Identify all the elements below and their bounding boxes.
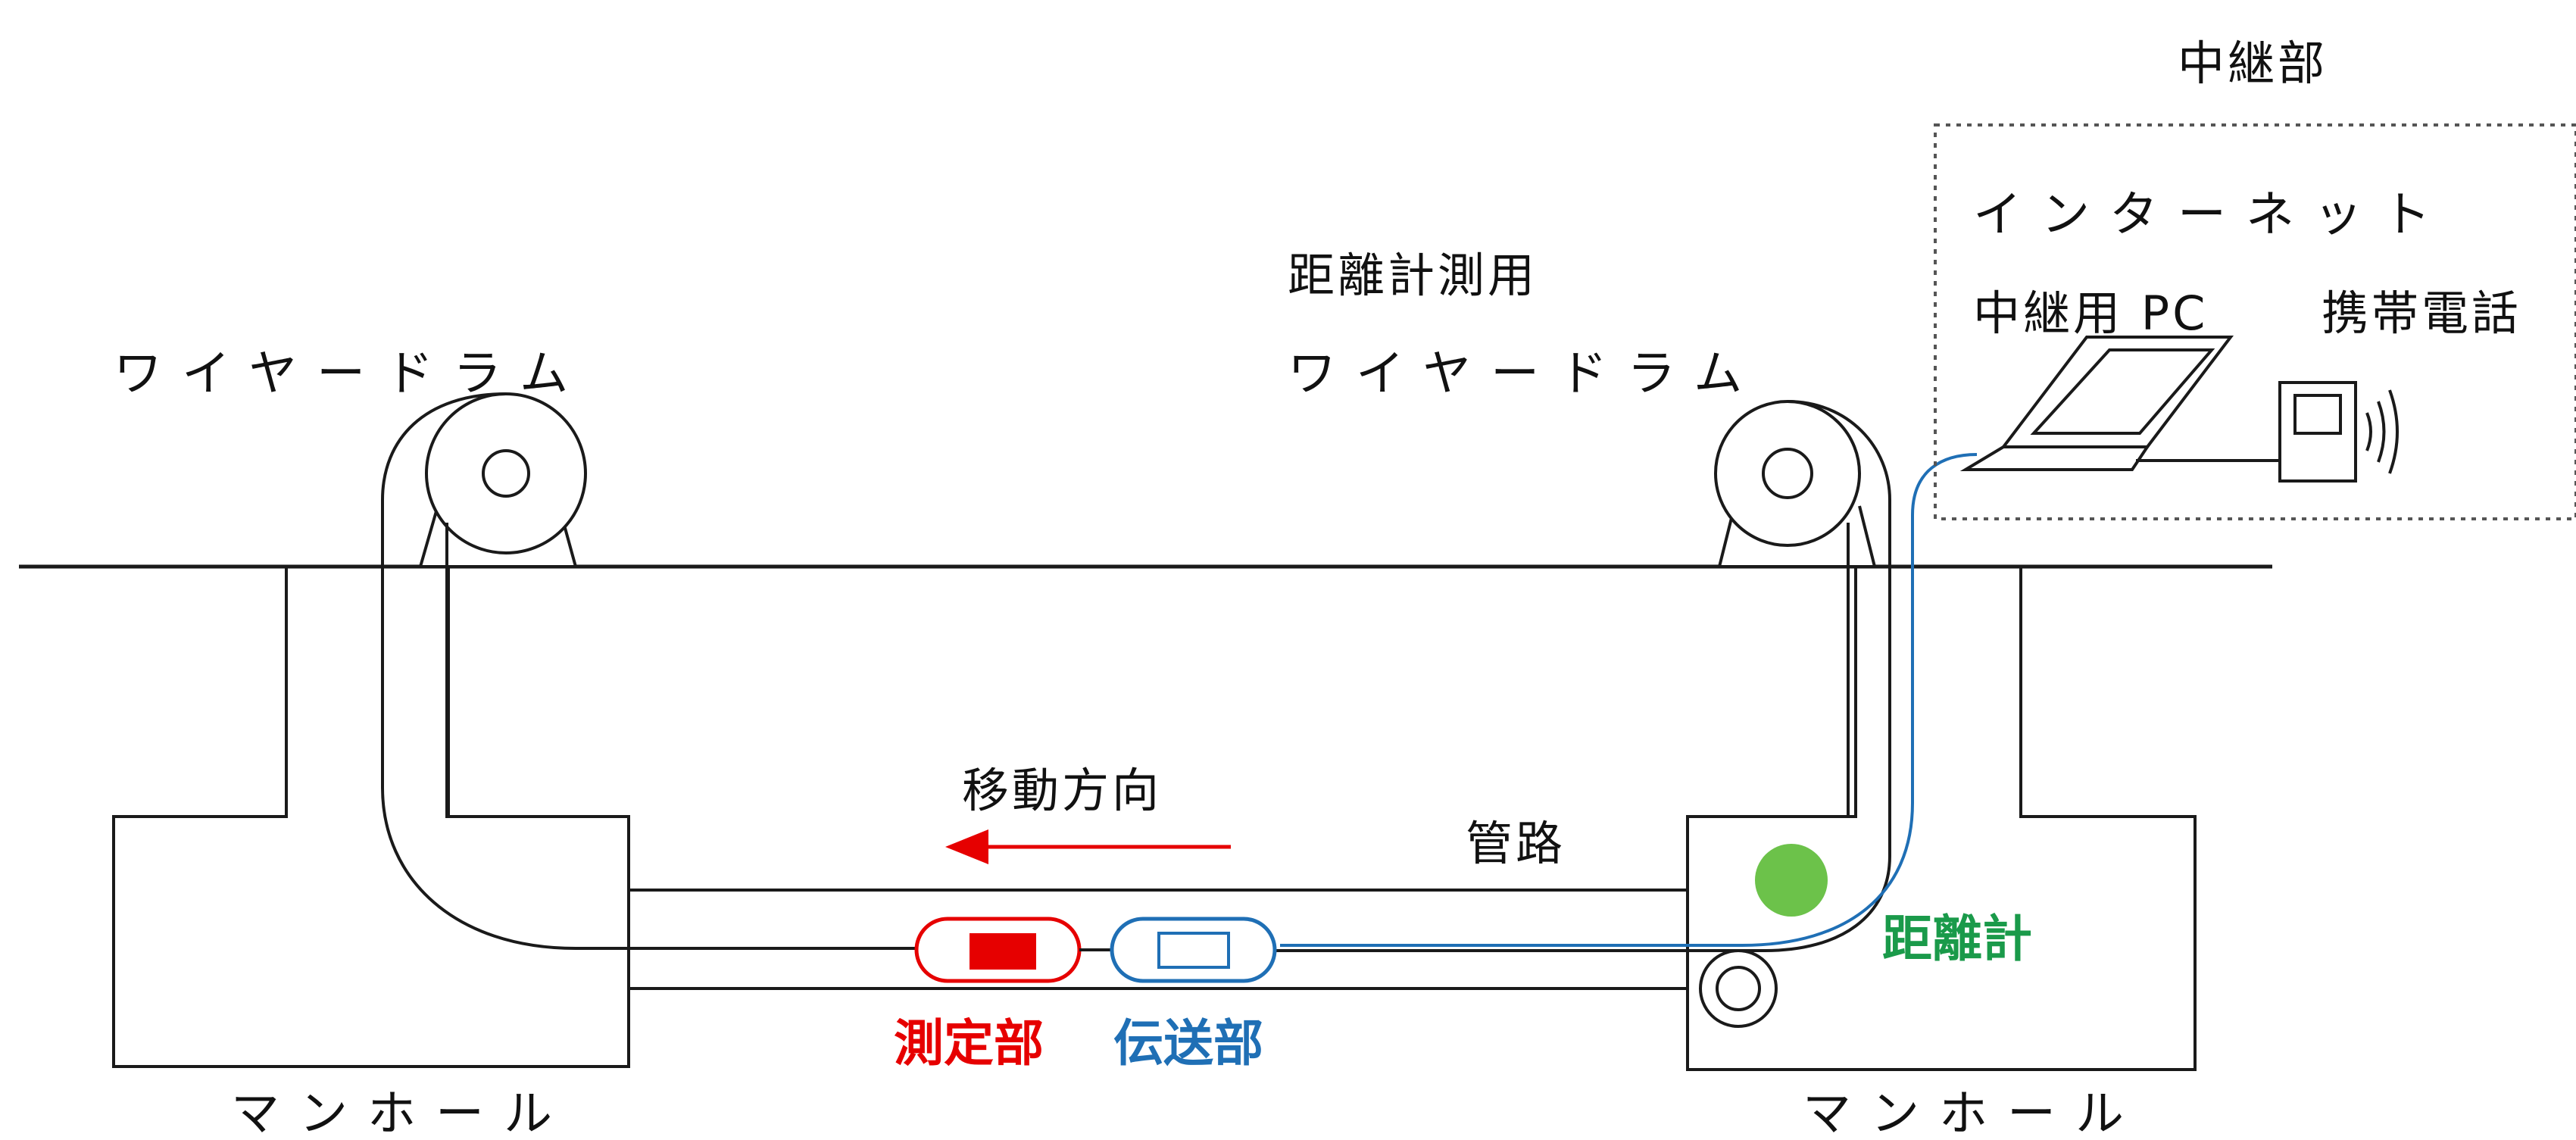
mobile-phone-icon bbox=[2278, 381, 2399, 483]
label-internet: インターネット bbox=[1973, 187, 2450, 243]
transmission-cable bbox=[1280, 453, 1978, 947]
wire-drum-right bbox=[1714, 400, 1877, 568]
distance-meter-dot bbox=[1755, 844, 1828, 917]
movement-arrow bbox=[945, 829, 1231, 864]
pulley-right bbox=[1699, 949, 1778, 1028]
relay-section-box bbox=[1934, 123, 2576, 520]
manhole-left-outline bbox=[112, 567, 630, 1068]
wire-right-loop bbox=[1272, 400, 1891, 952]
label-relay-section: 中継部 bbox=[2178, 36, 2328, 91]
label-manhole-left: マンホール bbox=[231, 1086, 572, 1136]
label-conduit: 管路 bbox=[1466, 816, 1566, 871]
label-distance-drum-line2: ワイヤードラム bbox=[1288, 346, 1762, 402]
label-mobile-phone: 携帯電話 bbox=[2322, 286, 2521, 341]
label-movement-direction: 移動方向 bbox=[962, 763, 1162, 818]
label-relay-pc: 中継用 PC bbox=[1973, 286, 2208, 341]
wire-left-loop bbox=[381, 392, 916, 950]
label-wire-drum-left: ワイヤードラム bbox=[114, 346, 588, 402]
transmission-unit bbox=[1110, 917, 1277, 983]
label-distance-drum-line1: 距離計測用 bbox=[1288, 248, 1538, 303]
laptop-icon bbox=[1959, 336, 2234, 471]
label-measurement-unit: 測定部 bbox=[894, 1014, 1044, 1073]
wire-drum-left bbox=[418, 392, 587, 568]
label-transmission-unit: 伝送部 bbox=[1113, 1014, 1263, 1073]
manhole-right-outline bbox=[1686, 567, 2197, 1071]
measurement-unit bbox=[914, 917, 1082, 983]
label-distance-meter: 距離計 bbox=[1882, 910, 2032, 968]
label-manhole-right: マンホール bbox=[1803, 1086, 2144, 1136]
